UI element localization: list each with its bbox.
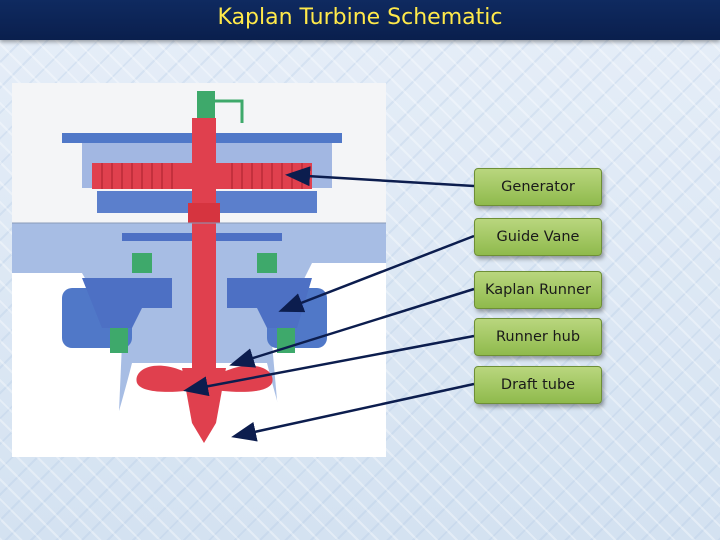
label-runner-hub: Runner hub (474, 318, 602, 356)
servo-left (132, 253, 152, 273)
main-shaft (192, 118, 216, 388)
slide-title: Kaplan Turbine Schematic (217, 5, 503, 30)
label-draft-tube: Draft tube (474, 366, 602, 404)
exciter (197, 91, 215, 121)
label-kaplan-runner: Kaplan Runner (474, 271, 602, 309)
servo-right (257, 253, 277, 273)
label-generator: Generator (474, 168, 602, 206)
turbine-schematic (12, 83, 386, 457)
head-cover-left (82, 278, 172, 328)
label-guide-vane: Guide Vane (474, 218, 602, 256)
shaft-coupling (188, 203, 220, 223)
title-bar: Kaplan Turbine Schematic (0, 0, 720, 40)
exciter-pipe (215, 99, 244, 123)
